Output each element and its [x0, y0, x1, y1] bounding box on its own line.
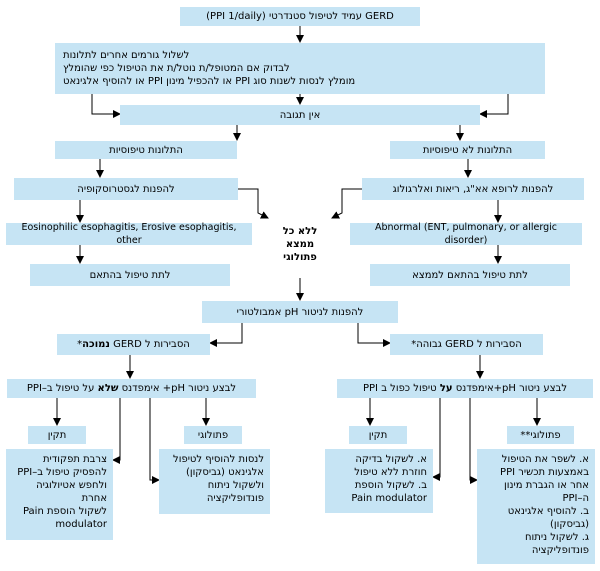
- node-pathological-right: פתולוגי**: [507, 426, 574, 444]
- node-test-on-ppi-text: לבצע ניטור pH+אימפדנס על טיפול כפול ב PP…: [363, 383, 567, 394]
- node-refer-specialists: להפנות לרופא אא"ג, ריאות ואלרגולוג: [362, 178, 584, 200]
- node-ph-monitoring: להפנות לניטור pH אמבולטורי: [202, 301, 398, 323]
- node-treat-accordingly-text: לתת טיפול בהתאם: [89, 269, 171, 281]
- list-item: לשקול הוספת Pain modulator: [22, 506, 107, 530]
- node-refer-gastroscopy: להפנות לגסטרוסקופיה: [14, 178, 238, 200]
- node-pathological-left: פתולוגי: [184, 426, 242, 444]
- node-no-finding-text: ללא כל ממצא פתולוגי: [282, 226, 318, 263]
- node-esophagitis-findings: Eosinophilic esophagitis, Erosive esopha…: [6, 222, 252, 246]
- list-item: ב. להוסיף אלגינאט (גביסקון): [507, 506, 589, 530]
- node-refer-gastroscopy-text: להפנות לגסטרוסקופיה: [77, 183, 175, 195]
- node-normal-right-text: תקין: [368, 429, 388, 441]
- node-typical-text: התלונות טיפוסיות: [109, 144, 183, 156]
- node-treat-by-finding: לתת טיפול בהתאם לממצא: [370, 264, 570, 286]
- node-high-probability-text: הסבירות ל GERD גבוהה*: [411, 339, 522, 350]
- node-resistant-gerd: GERD עמיד לטיפול סטנדרטי (PPI 1/daily): [180, 7, 420, 26]
- initial-step-1: לשלול גורמים אחרים לתלונות: [63, 50, 190, 61]
- node-treat-accordingly: לתת טיפול בהתאם: [30, 264, 230, 286]
- node-normal-left: תקין: [28, 426, 86, 444]
- node-normal-right: תקין: [349, 426, 407, 444]
- list-item: א. לשקול בדיקה חוזרת ללא טיפול: [354, 454, 427, 478]
- node-no-response: אין תגובה: [120, 105, 480, 125]
- node-pathological-right-text: פתולוגי**: [520, 429, 561, 441]
- node-refer-specialists-text: להפנות לרופא אא"ג, ריאות ואלרגולוג: [392, 183, 554, 195]
- node-resistant-gerd-text: GERD עמיד לטיפול סטנדרטי (PPI 1/daily): [206, 11, 394, 22]
- list-item: לנסות להוסיף לטיפול אלגינאט (גביסקון) ול…: [173, 454, 264, 504]
- node-normal-left-actions: צרבת תפקודית להפסיק טיפול ב–PPI ולחפש אט…: [6, 449, 113, 540]
- list-item: א. לשפר את הטיפול באמצעות תכשיר PPI אחר …: [500, 454, 589, 504]
- node-atypical-text: התלונות לא טיפוסיות: [422, 144, 513, 156]
- node-abnormal-text: Abnormal (ENT, pulmonary, or allergic di…: [375, 222, 557, 246]
- node-no-pathological-finding: ללא כל ממצא פתולוגי: [268, 225, 332, 264]
- list-item: צרבת תפקודית: [42, 454, 107, 465]
- list-item: ב. לשקול הוספת Pain modulator: [351, 480, 427, 504]
- node-no-response-text: אין תגובה: [279, 109, 321, 121]
- node-typical-complaints: התלונות טיפוסיות: [55, 141, 237, 159]
- initial-step-2: לבדוק אם המטופל/ת נוטל/ת את הטיפול כפי ש…: [63, 63, 290, 74]
- node-atypical-complaints: התלונות לא טיפוסיות: [390, 141, 545, 159]
- node-normal-left-text: תקין: [47, 429, 67, 441]
- node-abnormal-findings: Abnormal (ENT, pulmonary, or allergic di…: [350, 222, 582, 246]
- node-high-probability: הסבירות ל GERD גבוהה*: [390, 334, 543, 355]
- list-item: ג. לשקול ניתוח פונדופליקציה: [525, 532, 589, 556]
- node-esophagitis-text: Eosinophilic esophagitis, Erosive esopha…: [21, 222, 237, 246]
- node-test-off-ppi: לבצע ניטור pH+ אימפדנס שלא על טיפול ב–PP…: [7, 379, 256, 398]
- node-pathological-right-actions: א. לשפר את הטיפול באמצעות תכשיר PPI אחר …: [477, 449, 595, 564]
- node-initial-steps: לשלול גורמים אחרים לתלונות לבדוק אם המטו…: [55, 43, 545, 94]
- node-pathological-left-text: פתולוגי: [197, 429, 229, 441]
- list-item: להפסיק טיפול ב–PPI ולחפש אטיולוגיה אחרת: [17, 467, 107, 504]
- initial-step-3: מומלץ לנסות לשנות סוג PPI או להכפיל מינו…: [63, 76, 356, 87]
- node-treat-by-finding-text: לתת טיפול בהתאם לממצא: [412, 269, 528, 281]
- node-pathological-left-actions: לנסות להוסיף לטיפול אלגינאט (גביסקון) ול…: [159, 449, 270, 514]
- node-test-off-ppi-text: לבצע ניטור pH+ אימפדנס שלא על טיפול ב–PP…: [26, 383, 237, 394]
- node-low-probability-text: הסבירות ל GERD נמוכה*: [77, 339, 190, 350]
- node-low-probability: הסבירות ל GERD נמוכה*: [57, 334, 210, 355]
- node-normal-right-actions: א. לשקול בדיקה חוזרת ללא טיפול ב. לשקול …: [325, 449, 433, 513]
- node-test-on-ppi: לבצע ניטור pH+אימפדנס על טיפול כפול ב PP…: [337, 379, 593, 398]
- node-ph-monitoring-text: להפנות לניטור pH אמבולטורי: [236, 306, 364, 318]
